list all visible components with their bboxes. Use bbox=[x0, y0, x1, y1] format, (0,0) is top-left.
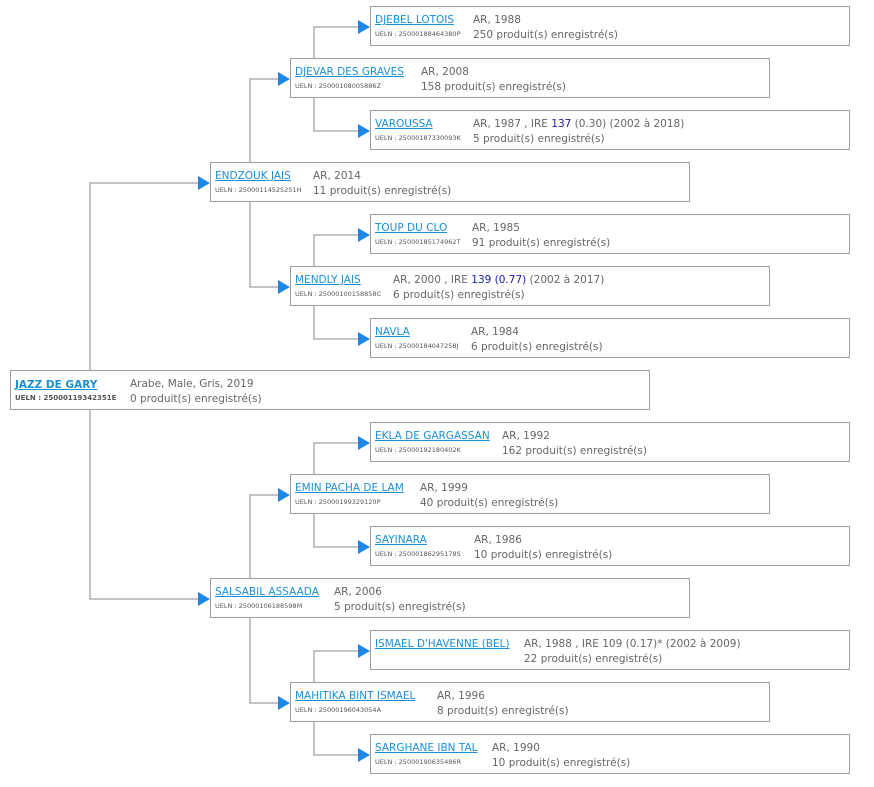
sss-produits: 250 produit(s) enregistré(s) bbox=[473, 29, 618, 41]
sire-sire-name-link[interactable]: DJEVAR DES GRAVES bbox=[295, 66, 404, 78]
sdd-ueln: UELN : 25000184047258J bbox=[375, 342, 459, 350]
dam-card: SALSABIL ASSAADA UELN : 25000106188598M … bbox=[210, 578, 690, 618]
sire-dam-produits: 6 produit(s) enregistré(s) bbox=[393, 289, 525, 301]
root-horse-card: JAZZ DE GARY UELN : 25000119342351E Arab… bbox=[10, 370, 650, 410]
dam-ueln: UELN : 25000106188598M bbox=[215, 602, 303, 610]
sss-name-link[interactable]: DJEBEL LOTOIS bbox=[375, 14, 455, 26]
dam-dam-ueln: UELN : 25000196043054A bbox=[295, 706, 382, 714]
sire-dam-name-link[interactable]: MENDLY JAIS bbox=[295, 274, 361, 286]
sdd-produits: 6 produit(s) enregistré(s) bbox=[471, 341, 603, 353]
ddd-ueln: UELN : 25000190635486R bbox=[375, 758, 462, 766]
dds-card: ISMAEL D'HAVENNE (BEL) AR, 1988 , IRE 10… bbox=[370, 630, 850, 670]
sdd-name-link[interactable]: NAVLA bbox=[375, 326, 410, 338]
dam-dam-card: MAHITIKA BINT ISMAEL UELN : 250001960430… bbox=[290, 682, 770, 722]
sire-card: ENDZOUK JAIS UELN : 25000114525251H AR, … bbox=[210, 162, 690, 202]
sds-ueln: UELN : 25000185174962T bbox=[375, 238, 461, 246]
dss-card: EKLA DE GARGASSAN UELN : 25000192180402K… bbox=[370, 422, 850, 462]
dam-dam-produits: 8 produit(s) enregistré(s) bbox=[437, 705, 569, 717]
ddd-card: SARGHANE IBN TAL UELN : 25000190635486R … bbox=[370, 734, 850, 774]
sss-card: DJEBEL LOTOIS UELN : 25000188464380P AR,… bbox=[370, 6, 850, 46]
sds-name-link[interactable]: TOUP DU CLO bbox=[375, 222, 448, 234]
root-horse-ueln: UELN : 25000119342351E bbox=[15, 394, 117, 402]
sire-dam-info-text: AR, 2000 , IRE bbox=[393, 274, 472, 286]
sss-ueln: UELN : 25000188464380P bbox=[375, 30, 461, 38]
ssd-name-link[interactable]: VAROUSSA bbox=[375, 118, 433, 130]
dam-dam-name-link[interactable]: MAHITIKA BINT ISMAEL bbox=[295, 690, 416, 702]
dam-dam-info: AR, 1996 bbox=[437, 690, 485, 702]
ssd-info-years: (0.30) (2002 à 2018) bbox=[571, 118, 685, 130]
dds-produits: 22 produit(s) enregistré(s) bbox=[524, 653, 663, 665]
ssd-info: AR, 1987 , IRE 137 (0.30) (2002 à 2018) bbox=[473, 118, 684, 130]
sire-dam-ire-value: 139 (0.77) bbox=[471, 274, 527, 286]
dsd-info: AR, 1986 bbox=[474, 534, 522, 546]
dam-name-link[interactable]: SALSABIL ASSAADA bbox=[215, 586, 319, 598]
root-horse-produits: 0 produit(s) enregistré(s) bbox=[130, 393, 262, 405]
dam-sire-produits: 40 produit(s) enregistré(s) bbox=[420, 497, 559, 509]
sire-sire-ueln: UELN : 25000108005886Z bbox=[295, 82, 382, 90]
dsd-name-link[interactable]: SAYINARA bbox=[375, 534, 427, 546]
dam-sire-card: EMIN PACHA DE LAM UELN : 25000199329120P… bbox=[290, 474, 770, 514]
dam-produits: 5 produit(s) enregistré(s) bbox=[334, 601, 466, 613]
dds-name-link[interactable]: ISMAEL D'HAVENNE (BEL) bbox=[375, 638, 510, 650]
root-horse-name-link[interactable]: JAZZ DE GARY bbox=[15, 379, 98, 391]
sdd-card: NAVLA UELN : 25000184047258J AR, 1984 6 … bbox=[370, 318, 850, 358]
ddd-name-link[interactable]: SARGHANE IBN TAL bbox=[375, 742, 478, 754]
sire-dam-ueln: UELN : 25000100158858C bbox=[295, 290, 382, 298]
root-horse-info: Arabe, Male, Gris, 2019 bbox=[130, 378, 254, 390]
sdd-info: AR, 1984 bbox=[471, 326, 519, 338]
dam-sire-name-link[interactable]: EMIN PACHA DE LAM bbox=[295, 482, 404, 494]
ddd-info: AR, 1990 bbox=[492, 742, 540, 754]
dds-info: AR, 1988 , IRE 109 (0.17)* (2002 à 2009) bbox=[524, 638, 741, 650]
ssd-ire-value: 137 bbox=[551, 118, 572, 130]
sire-dam-info-years: (2002 à 2017) bbox=[526, 274, 605, 286]
sds-info: AR, 1985 bbox=[472, 222, 520, 234]
ssd-ueln: UELN : 25000187330093K bbox=[375, 134, 461, 142]
sds-produits: 91 produit(s) enregistré(s) bbox=[472, 237, 611, 249]
sire-sire-produits: 158 produit(s) enregistré(s) bbox=[421, 81, 566, 93]
dsd-card: SAYINARA UELN : 25000186295178S AR, 1986… bbox=[370, 526, 850, 566]
dam-sire-info: AR, 1999 bbox=[420, 482, 468, 494]
sire-info: AR, 2014 bbox=[313, 170, 361, 182]
dam-info: AR, 2006 bbox=[334, 586, 382, 598]
sire-ueln: UELN : 25000114525251H bbox=[215, 186, 302, 194]
sire-name-link[interactable]: ENDZOUK JAIS bbox=[215, 170, 291, 182]
sss-info: AR, 1988 bbox=[473, 14, 521, 26]
dsd-produits: 10 produit(s) enregistré(s) bbox=[474, 549, 613, 561]
dss-name-link[interactable]: EKLA DE GARGASSAN bbox=[375, 430, 490, 442]
sire-sire-info: AR, 2008 bbox=[421, 66, 469, 78]
dsd-ueln: UELN : 25000186295178S bbox=[375, 550, 461, 558]
sire-dam-info: AR, 2000 , IRE 139 (0.77) (2002 à 2017) bbox=[393, 274, 604, 286]
sire-sire-card: DJEVAR DES GRAVES UELN : 25000108005886Z… bbox=[290, 58, 770, 98]
dam-sire-ueln: UELN : 25000199329120P bbox=[295, 498, 381, 506]
ssd-card: VAROUSSA UELN : 25000187330093K AR, 1987… bbox=[370, 110, 850, 150]
sire-produits: 11 produit(s) enregistré(s) bbox=[313, 185, 452, 197]
dss-info: AR, 1992 bbox=[502, 430, 550, 442]
dss-ueln: UELN : 25000192180402K bbox=[375, 446, 461, 454]
ddd-produits: 10 produit(s) enregistré(s) bbox=[492, 757, 631, 769]
sire-dam-card: MENDLY JAIS UELN : 25000100158858C AR, 2… bbox=[290, 266, 770, 306]
sds-card: TOUP DU CLO UELN : 25000185174962T AR, 1… bbox=[370, 214, 850, 254]
ssd-info-text: AR, 1987 , IRE bbox=[473, 118, 552, 130]
ssd-produits: 5 produit(s) enregistré(s) bbox=[473, 133, 605, 145]
dss-produits: 162 produit(s) enregistré(s) bbox=[502, 445, 647, 457]
